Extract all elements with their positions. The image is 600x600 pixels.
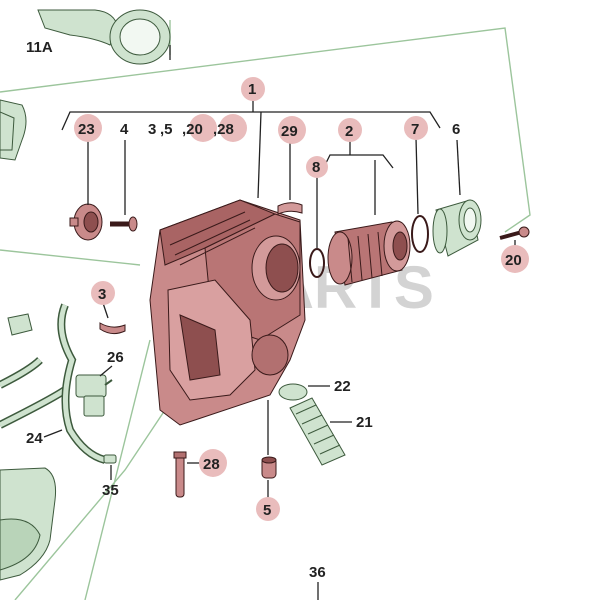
leader-lines	[43, 45, 516, 498]
screw-20-drawing	[499, 226, 530, 240]
o-ring-7-drawing	[411, 215, 429, 253]
callout-3: 3	[98, 286, 106, 303]
callout-group-5: ,5	[160, 121, 173, 138]
hose-24-drawing	[0, 303, 107, 464]
callout-4: 4	[120, 121, 129, 138]
grommet-23-drawing	[69, 203, 103, 241]
filter-element-2-drawing	[327, 220, 411, 286]
callout-5: 5	[263, 502, 271, 519]
highlight-badges	[74, 77, 529, 521]
bottom-left-green-part-drawing	[0, 467, 56, 581]
o-ring-8-drawing	[309, 248, 325, 278]
fitting-35-drawing	[103, 454, 117, 464]
callout-24: 24	[26, 430, 43, 447]
hose-11a-drawing	[37, 9, 171, 65]
callout-36: 36	[309, 564, 326, 581]
callout-6: 6	[452, 121, 460, 138]
callout-22: 22	[334, 378, 351, 395]
connector-6-drawing	[432, 199, 482, 257]
callout-group-28: ,28	[213, 121, 234, 138]
callout-8: 8	[312, 159, 320, 176]
callout-labels: 11A 1 23 4 3 ,5 ,20 ,28 29 2 7 6 8 20 3 …	[26, 39, 522, 581]
callout-35: 35	[102, 482, 119, 499]
clamp-22-drawing	[278, 383, 308, 401]
callout-21: 21	[356, 414, 373, 431]
callout-group-20: ,20	[182, 121, 203, 138]
pin-28-drawing	[173, 451, 187, 498]
callout-26: 26	[107, 349, 124, 366]
callout-11a: 11A	[26, 39, 53, 56]
clip-3-drawing	[99, 322, 126, 335]
bolt-4-drawing	[110, 216, 138, 232]
ring-29-drawing	[277, 202, 303, 215]
plug-5-drawing	[261, 456, 277, 479]
left-green-part-drawing	[0, 99, 27, 161]
callout-group-3: 3	[148, 121, 156, 138]
callout-28: 28	[203, 456, 220, 473]
air-filter-housing-drawing	[149, 199, 306, 426]
callout-20: 20	[505, 252, 522, 269]
bellows-hose-21-drawing	[289, 397, 346, 466]
callout-23: 23	[78, 121, 95, 138]
assembly-boundary-lines	[0, 20, 531, 600]
callout-2: 2	[345, 123, 353, 140]
callout-29: 29	[281, 123, 298, 140]
callout-7: 7	[411, 121, 419, 138]
callout-1: 1	[248, 81, 256, 98]
valve-26-drawing	[75, 374, 113, 417]
